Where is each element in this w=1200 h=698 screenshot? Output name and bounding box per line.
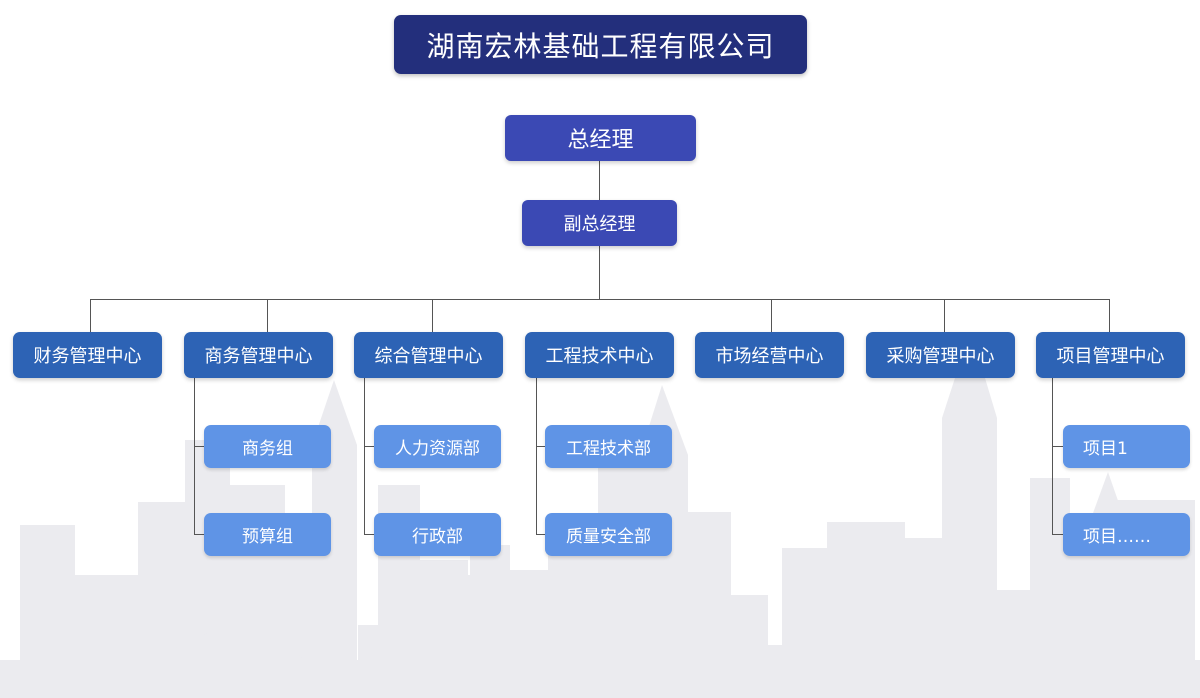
sub-budget-group: 预算组: [204, 513, 331, 556]
center-general-management: 综合管理中心: [354, 332, 503, 378]
center-procurement: 采购管理中心: [866, 332, 1015, 378]
sub-administration: 行政部: [374, 513, 501, 556]
company-name-box: 湖南宏林基础工程有限公司: [394, 15, 807, 74]
center-project-management: 项目管理中心: [1036, 332, 1185, 378]
sub-business-group: 商务组: [204, 425, 331, 468]
sub-engineering-tech: 工程技术部: [545, 425, 672, 468]
sub-project-more: 项目……: [1063, 513, 1190, 556]
deputy-general-manager-box: 副总经理: [522, 200, 677, 246]
sub-quality-safety: 质量安全部: [545, 513, 672, 556]
center-engineering: 工程技术中心: [525, 332, 674, 378]
center-marketing: 市场经营中心: [695, 332, 844, 378]
general-manager-box: 总经理: [505, 115, 696, 161]
sub-human-resources: 人力资源部: [374, 425, 501, 468]
sub-project-1: 项目1: [1063, 425, 1190, 468]
center-business: 商务管理中心: [184, 332, 333, 378]
center-finance: 财务管理中心: [13, 332, 162, 378]
